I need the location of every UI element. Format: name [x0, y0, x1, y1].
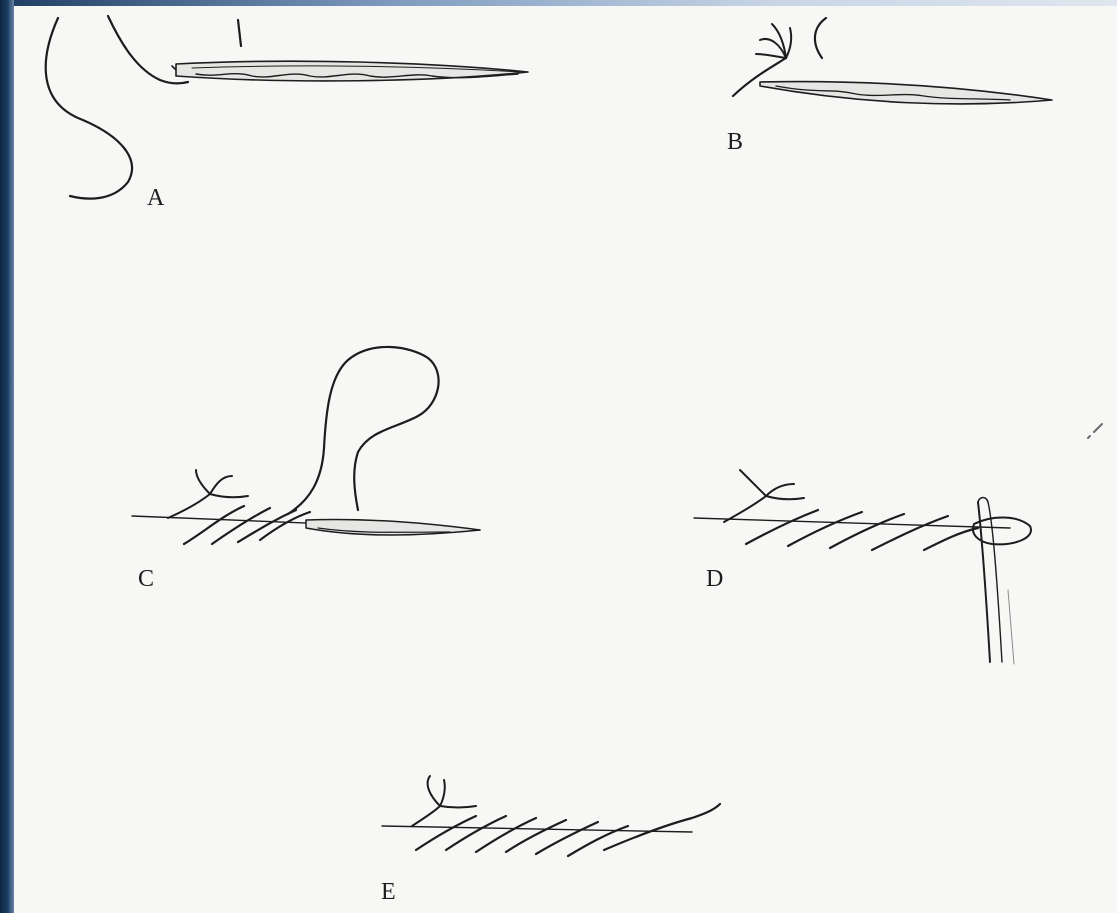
panel-b-incision: [760, 82, 1052, 104]
panel-b-label: B: [727, 130, 743, 154]
panel-c-label: C: [138, 567, 154, 591]
panel-a-incision: [176, 61, 528, 81]
stray-mark: [1088, 424, 1102, 438]
panel-e-drawing: [382, 776, 720, 856]
panel-a-suture-tail: [46, 18, 132, 199]
panel-d-stitches: [746, 510, 978, 550]
panel-b-drawing: [733, 18, 1052, 104]
panel-d-incision-line: [694, 518, 1010, 528]
panel-e-final-tail: [604, 804, 720, 850]
panel-e-stitches: [416, 816, 628, 856]
panel-b-thread: [815, 18, 826, 58]
panel-d-drawing: [694, 470, 1031, 664]
panel-c-drawing: [132, 347, 480, 544]
panel-a-stitch-mark: [238, 20, 241, 46]
panel-d-needle: [978, 498, 1014, 665]
panel-e-incision-line: [382, 826, 692, 832]
panel-c-thread-loop: [288, 347, 439, 514]
panel-e-knot: [412, 776, 476, 826]
panel-a-label: A: [147, 186, 164, 210]
panel-d-label: D: [706, 567, 723, 591]
panel-e-label: E: [381, 880, 396, 904]
panel-d-knot: [724, 470, 804, 522]
panel-a-drawing: [46, 16, 528, 199]
